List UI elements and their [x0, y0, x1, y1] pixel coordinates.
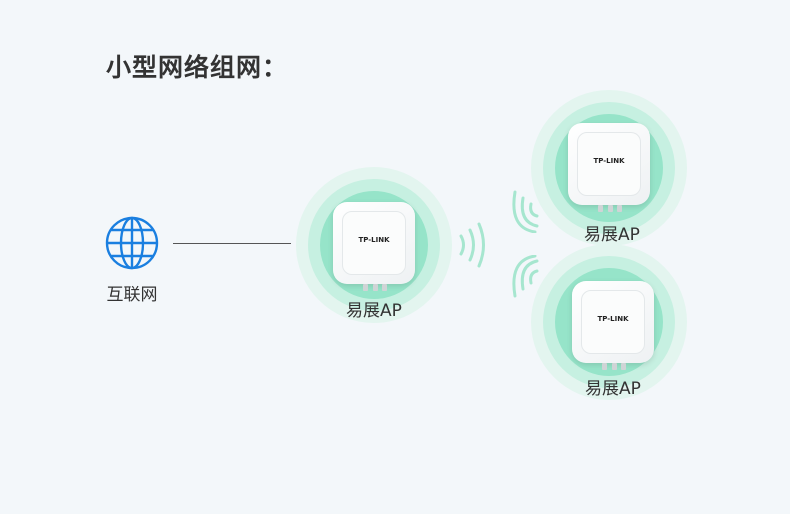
wireless-wave-icon — [512, 255, 539, 298]
access-point-device: TP-LINK — [333, 202, 415, 291]
wireless-wave-icon — [512, 190, 539, 233]
brand-logo: TP-LINK — [358, 236, 390, 244]
brand-logo: TP-LINK — [593, 157, 625, 165]
ap-label: 易展AP — [346, 301, 402, 321]
ap-label: 易展AP — [585, 379, 641, 399]
access-point-device: TP-LINK — [568, 123, 650, 212]
internet-label: 互联网 — [106, 285, 158, 305]
wireless-wave-icon — [459, 222, 485, 268]
ap-label: 易展AP — [584, 225, 640, 245]
access-point-device: TP-LINK — [572, 281, 654, 370]
globe-icon — [105, 216, 159, 270]
wired-connection-line — [173, 243, 291, 244]
brand-logo: TP-LINK — [597, 315, 629, 323]
page-title: 小型网络组网： — [106, 53, 289, 82]
